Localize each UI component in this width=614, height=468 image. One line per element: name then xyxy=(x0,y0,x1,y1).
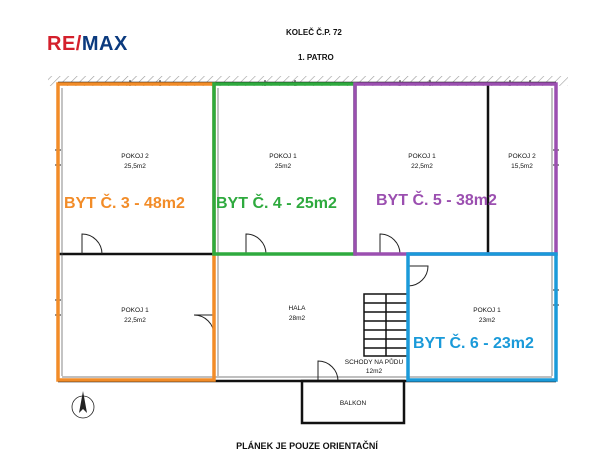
room-name: POKOJ 2 xyxy=(121,153,149,160)
room-area: 15,5m2 xyxy=(511,163,533,170)
address-title: KOLEČ Č.P. 72 xyxy=(286,28,342,37)
floor-title: 1. PATRO xyxy=(298,53,334,62)
room-area: 22,5m2 xyxy=(124,317,146,324)
room-area: 12m2 xyxy=(366,368,383,375)
room-name: POKOJ 1 xyxy=(473,307,501,314)
room-name: POKOJ 2 xyxy=(508,153,536,160)
room-name: POKOJ 1 xyxy=(121,307,149,314)
byt3-label: BYT Č. 3 - 48m2 xyxy=(64,193,185,212)
doors xyxy=(81,233,429,382)
remax-logo: RE/MAX xyxy=(47,33,128,56)
byt3-outline xyxy=(56,82,216,382)
north-arrow-icon xyxy=(71,391,95,419)
unit-outlines xyxy=(56,82,558,382)
room-name: POKOJ 1 xyxy=(408,153,436,160)
inner-wall-lines xyxy=(61,88,553,378)
room-area: 22,5m2 xyxy=(411,163,433,170)
staircase xyxy=(363,293,409,357)
room-area: 28m2 xyxy=(289,315,306,322)
room-name: SCHODY NA PŮDU xyxy=(345,357,404,366)
logo-max: MAX xyxy=(81,33,128,55)
byt6-label: BYT Č. 6 - 23m2 xyxy=(413,333,534,352)
byt6-outline xyxy=(406,252,558,382)
room-name: POKOJ 1 xyxy=(269,153,297,160)
room-area: 23m2 xyxy=(479,317,496,324)
room-area: 25m2 xyxy=(275,163,292,170)
logo-re: RE/ xyxy=(47,33,82,55)
balcony xyxy=(300,379,406,425)
room-labels: POKOJ 2 25,5m2 POKOJ 1 25m2 POKOJ 1 22,5… xyxy=(121,153,536,407)
outer-wall-hatching xyxy=(48,76,568,86)
byt5-label: BYT Č. 5 - 38m2 xyxy=(376,190,497,209)
unit-labels: BYT Č. 3 - 48m2 BYT Č. 4 - 25m2 BYT Č. 5… xyxy=(64,190,534,352)
room-name: BALKON xyxy=(340,400,367,407)
byt4-label: BYT Č. 4 - 25m2 xyxy=(216,193,337,212)
footer-note: PLÁNEK JE POUZE ORIENTAČNÍ xyxy=(236,441,378,451)
room-area: 25,5m2 xyxy=(124,163,146,170)
room-name: HALA xyxy=(289,305,307,312)
